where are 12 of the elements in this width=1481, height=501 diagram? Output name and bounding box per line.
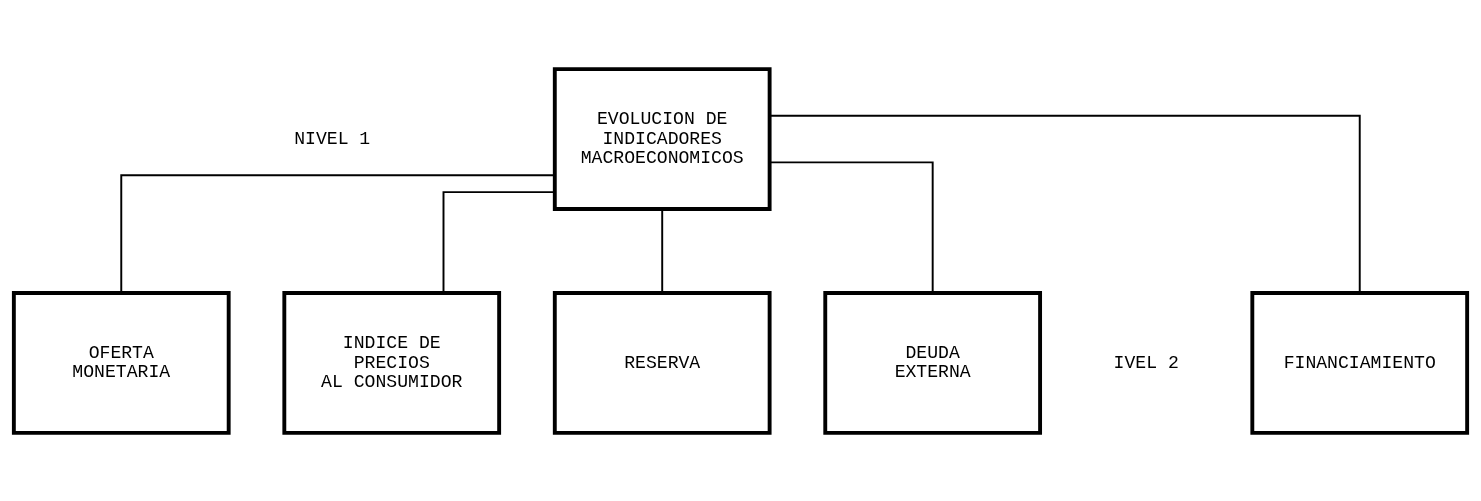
connector	[442, 190, 556, 294]
node-box: OFERTA MONETARIA	[11, 290, 231, 435]
node-box: RESERVA	[552, 290, 772, 435]
label: IVEL 2	[1113, 352, 1179, 373]
connector	[768, 114, 1361, 294]
connector	[120, 173, 556, 293]
node-box: EVOLUCION DE INDICADORES MACROECONOMICOS	[552, 66, 772, 211]
node-box: FINANCIAMIENTO	[1250, 290, 1470, 435]
connector	[768, 160, 934, 294]
node-box: INDICE DE PRECIOS AL CONSUMIDOR	[282, 290, 502, 435]
node-box: DEUDA EXTERNA	[823, 290, 1043, 435]
label: NIVEL 1	[294, 128, 371, 149]
